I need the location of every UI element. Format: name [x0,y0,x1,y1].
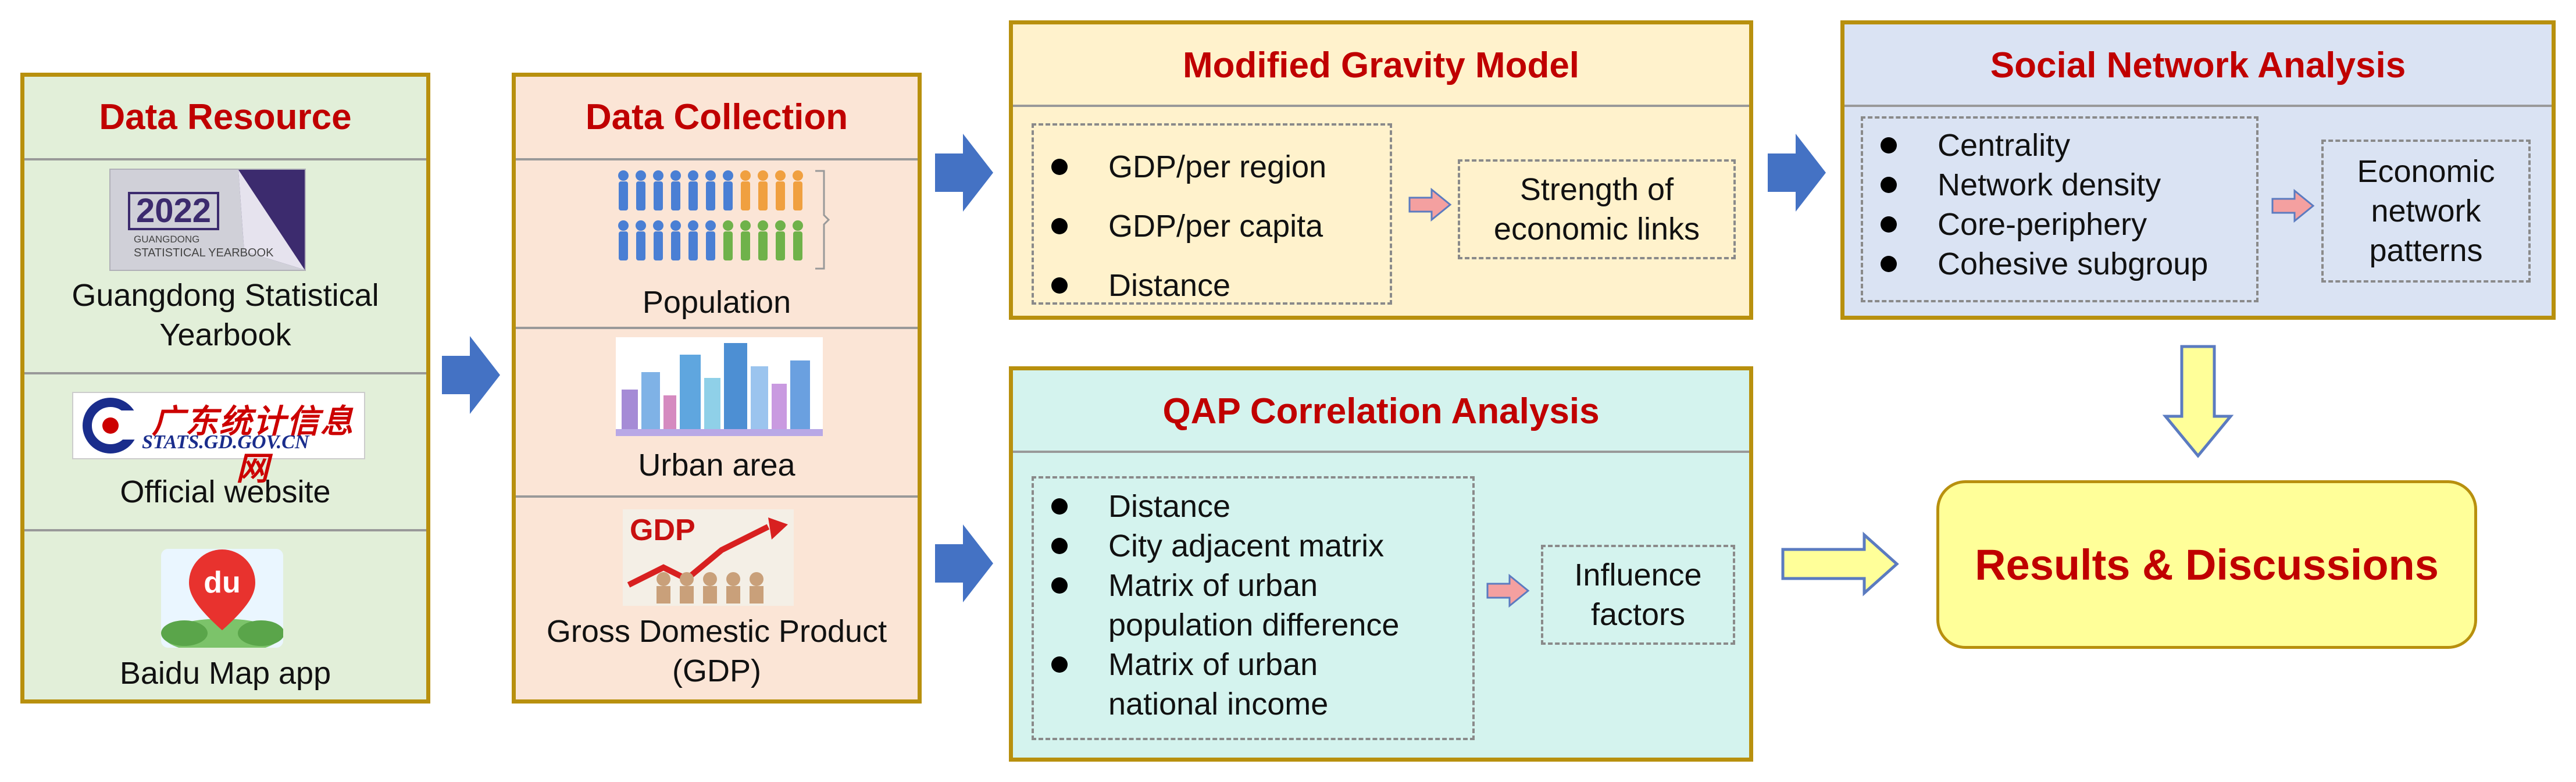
collection-to-gravity-arrow [935,134,993,212]
sna-to-results-arrow [2162,345,2234,458]
sna-indicator-text: Cohesive subgroup [1938,247,2208,281]
gravity-factor-text: Distance [1108,268,1231,303]
website-label: Official website [120,474,331,509]
stats-logo-url: STATS.GD.GOV.CN [142,431,309,453]
qap-factor-item: City adjacent matrix [1034,526,1472,566]
gravity-factor-text: GDP/per region [1108,149,1327,184]
urban-area-label: Urban area [638,448,795,483]
influence-factors-outcome: Influence factors [1541,545,1735,645]
population-label: Population [642,285,791,320]
bullet-dot-icon [1051,277,1068,294]
bullet-dot-icon [1881,137,1897,153]
baidu-map-icon: du [161,549,283,648]
sna-indicator-item: Centrality [1863,126,2256,165]
sna-panel: Social Network Analysis Centrality Netwo… [1840,20,2556,320]
qap-factor-item: Matrix of urban population difference [1034,566,1472,645]
results-title: Results & Discussions [1975,540,2439,589]
gdp-logo-text: GDP [630,513,695,547]
qap-inner-arrow [1486,573,1530,608]
yearbook-cover-icon: 2022 GUANGDONG STATISTICAL YEARBOOK [109,169,306,271]
bullet-dot-icon [1051,159,1068,175]
bullet-dot-icon [1051,577,1068,594]
population-people-icon [618,170,830,270]
yearbook-label: Guangdong Statistical Yearbook [72,278,379,352]
qap-factor-item: Distance [1034,487,1472,526]
collection-to-qap-arrow [935,524,993,602]
gravity-model-title: Modified Gravity Model [1013,24,1749,107]
sna-indicators-box: Centrality Network density Core-peripher… [1861,116,2259,302]
qap-factor-text: City adjacent matrix [1108,529,1385,563]
gravity-factor-text: GDP/per capita [1108,209,1323,244]
sna-indicator-item: Core-periphery [1863,205,2256,244]
qap-to-results-arrow [1781,531,1899,597]
bullet-dot-icon [1881,216,1897,233]
bullet-dot-icon [1051,656,1068,673]
bullet-dot-icon [1051,538,1068,554]
yearbook-cell: 2022 GUANGDONG STATISTICAL YEARBOOK Guan… [24,158,426,372]
yearbook-line2: STATISTICAL YEARBOOK [134,247,274,259]
qap-factor-list: Distance City adjacent matrix Matrix of … [1034,487,1472,724]
qap-factors-box: Distance City adjacent matrix Matrix of … [1032,476,1475,740]
economic-links-outcome: Strength of economic links [1458,159,1736,259]
bullet-dot-icon [1051,498,1068,515]
data-collection-panel: Data Collection [512,73,922,704]
data-collection-title: Data Collection [585,97,848,137]
gravity-inner-arrow [1408,187,1452,222]
qap-factor-item: Matrix of urban national income [1034,645,1472,724]
network-patterns-outcome: Economic network patterns [2321,140,2531,283]
urban-skyline-icon [616,337,823,436]
sna-indicator-text: Network density [1938,167,2161,202]
resource-to-collection-arrow [442,336,500,414]
bullet-dot-icon [1881,256,1897,272]
gdp-label: Gross Domestic Product (GDP) [546,614,887,688]
bullet-dot-icon [1881,177,1897,193]
urban-area-cell: Urban area [516,327,918,495]
gravity-to-sna-arrow [1768,134,1826,212]
sna-indicator-list: Centrality Network density Core-peripher… [1863,126,2256,284]
gravity-factor-item: Distance [1034,256,1390,315]
gravity-factor-item: GDP/per capita [1034,197,1390,256]
yearbook-year: 2022 [128,192,220,230]
qap-factor-text: Matrix of urban national income [1108,647,1329,722]
stats-logo-text: 广东统计信息网 [152,403,354,487]
stats-logo-icon: 广东统计信息网 STATS.GD.GOV.CN [72,392,365,487]
gravity-model-panel: Modified Gravity Model GDP/per region GD… [1009,20,1753,320]
population-cell: Population [516,158,918,327]
sna-indicator-item: Cohesive subgroup [1863,244,2256,284]
sna-inner-arrow [2271,188,2315,223]
gdp-chart-icon: GDP [623,509,794,606]
gravity-factor-item: GDP/per region [1034,137,1390,197]
baidu-logo-text: du [204,566,241,599]
qap-panel: QAP Correlation Analysis Distance City a… [1009,366,1753,762]
yearbook-line1: GUANGDONG [134,234,200,245]
qap-title: QAP Correlation Analysis [1013,370,1749,453]
data-resource-title: Data Resource [99,97,352,137]
qap-factor-text: Distance [1108,489,1231,524]
results-discussions-box: Results & Discussions [1936,480,2477,649]
gdp-cell: GDP Gross Domestic Product (GDP) [516,495,918,704]
sna-title: Social Network Analysis [1844,24,2552,107]
gravity-factor-list: GDP/per region GDP/per capita Distance [1034,137,1390,315]
bullet-dot-icon [1051,218,1068,234]
sna-indicator-text: Core-periphery [1938,207,2147,242]
baidu-cell: du Baidu Map app [24,529,426,704]
baidu-label: Baidu Map app [119,656,331,691]
gravity-factors-box: GDP/per region GDP/per capita Distance [1032,123,1392,305]
website-cell: 广东统计信息网 STATS.GD.GOV.CN Official website [24,372,426,529]
sna-indicator-text: Centrality [1938,128,2071,163]
data-resource-panel: Data Resource 2022 GUANGDONG STATISTICAL… [20,73,430,704]
qap-factor-text: Matrix of urban population difference [1108,568,1400,642]
sna-indicator-item: Network density [1863,165,2256,205]
